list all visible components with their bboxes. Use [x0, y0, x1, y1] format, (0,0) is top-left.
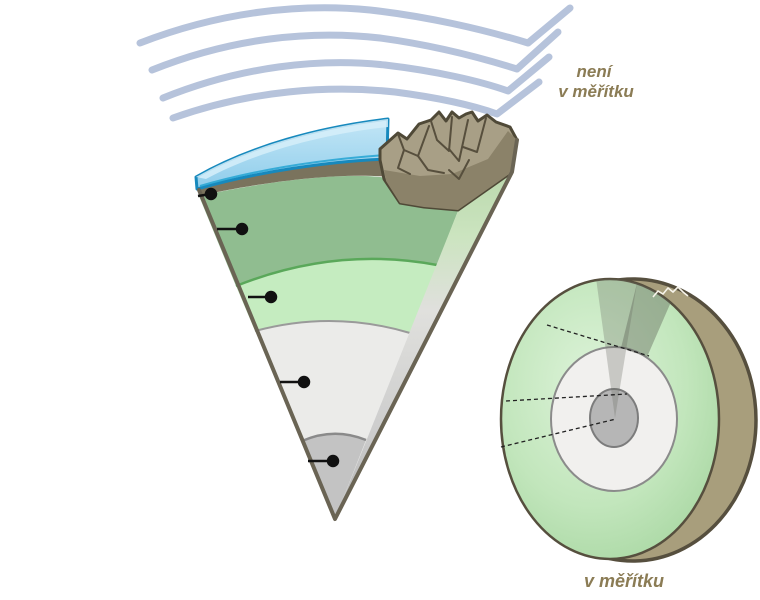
scale-reference-line [505, 393, 628, 402]
layer-callouts [197, 187, 340, 468]
layer-callout-dot [297, 375, 311, 389]
continental-crust [378, 110, 519, 212]
to-scale-label: v měřítku [584, 571, 664, 591]
atmosphere-arc [148, 28, 562, 74]
mountain-front-face [384, 131, 517, 210]
mantle-boundary-line [235, 257, 438, 288]
atmosphere-arc [169, 78, 543, 122]
scale-globe [499, 277, 758, 563]
scale-reference-line [546, 324, 650, 357]
ocean-surface-highlight [196, 119, 388, 179]
atmosphere-arc [159, 53, 553, 102]
scale-reference-lines [500, 324, 650, 448]
ocean-layer [194, 117, 390, 191]
outer-core-boundary-line [254, 319, 411, 334]
layer-callout-dot [204, 187, 218, 201]
ocean-edge-line [199, 154, 387, 187]
globe-cut-wedge-face [596, 279, 638, 418]
globe-inner-core [589, 388, 639, 448]
wedge-outline [197, 138, 519, 521]
wedge-cutaway [194, 110, 519, 521]
mantle-layer [236, 258, 437, 333]
atmosphere-arc [136, 4, 574, 47]
inner-core-boundary-line [301, 432, 367, 443]
globe-mountains-zigzag [652, 285, 689, 298]
atmosphere-arcs [136, 4, 574, 122]
scale-reference-line [500, 418, 617, 448]
mountain-ridge-lines [397, 116, 487, 180]
layer-callout-dot [326, 454, 340, 468]
globe-cut-wedge-side [621, 279, 674, 357]
inner-core-layer [302, 433, 366, 519]
not-to-scale-label-line2: v měřítku [558, 82, 634, 101]
crust-layer [197, 158, 389, 196]
not-to-scale-label-line1: není [577, 62, 614, 81]
layer-callout-dot [235, 222, 249, 236]
layer-callout-dot [264, 290, 278, 304]
